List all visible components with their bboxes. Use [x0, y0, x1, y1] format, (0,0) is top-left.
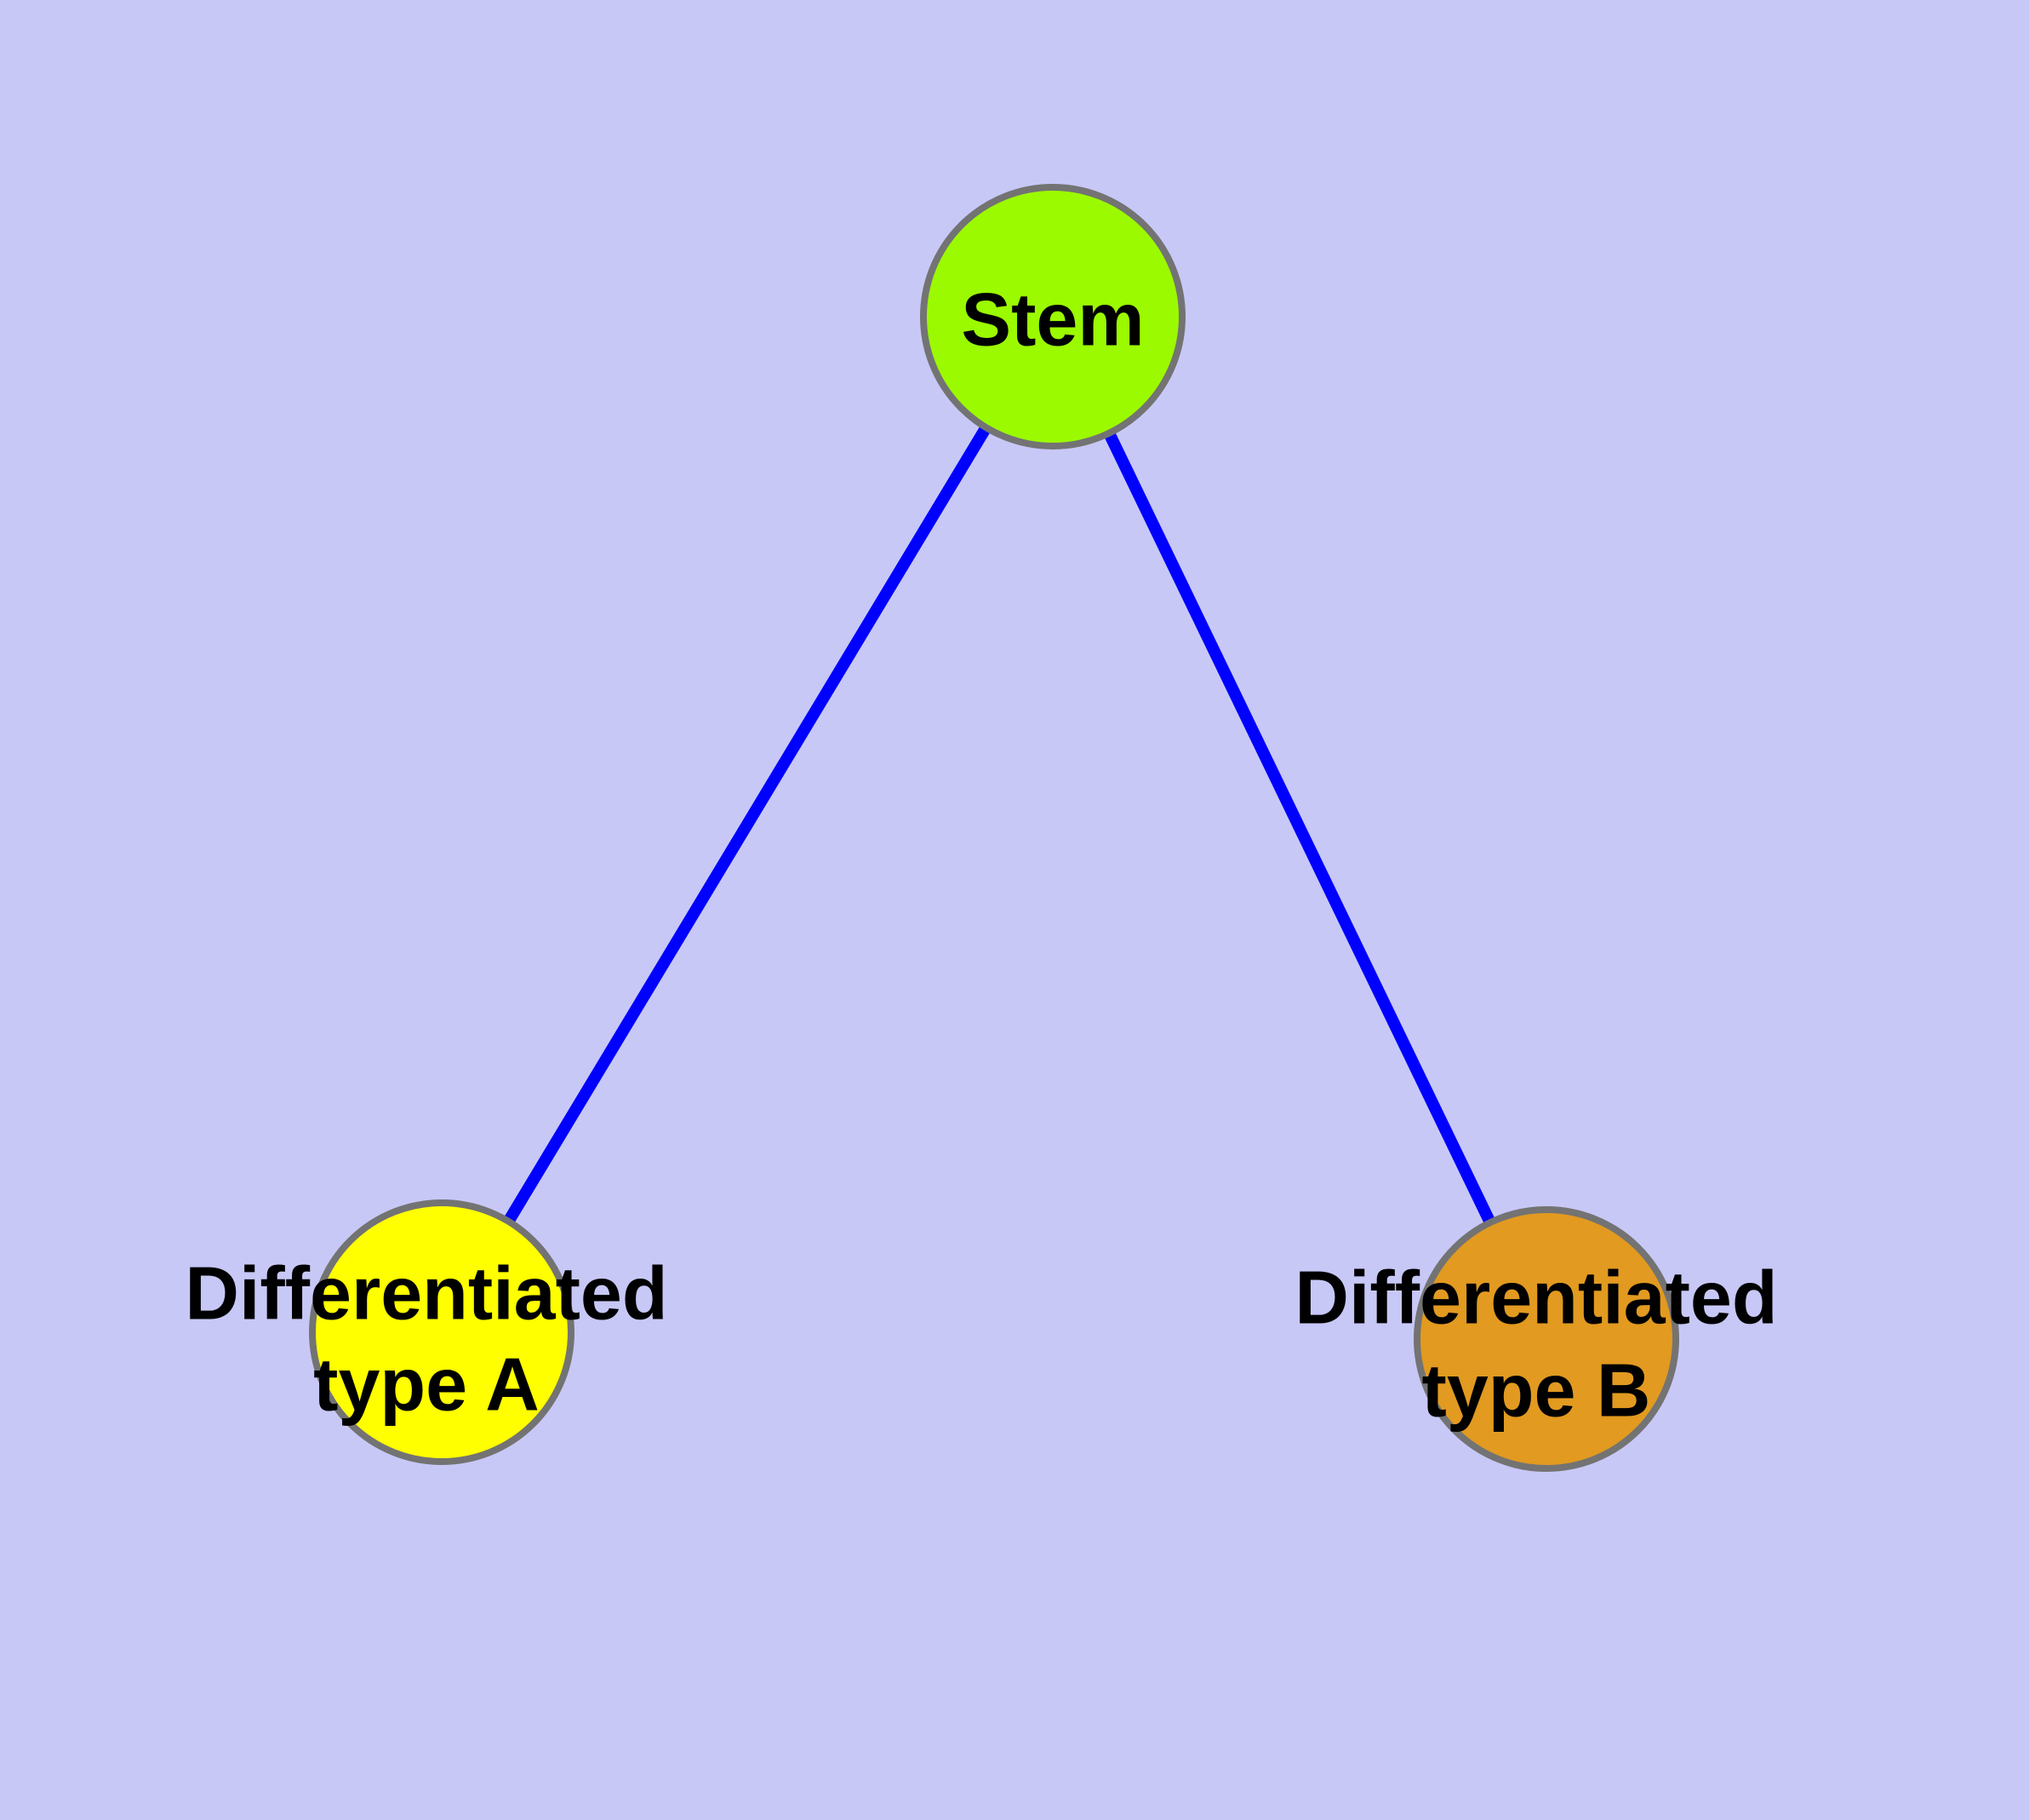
node-stem: Stem	[920, 184, 1186, 449]
node-differentiated-type-a: Differentiated type A	[185, 1199, 668, 1465]
node-stem-circle	[920, 184, 1186, 449]
node-type-b-circle	[1414, 1206, 1679, 1472]
node-type-a-label-line1: Differentiated	[185, 1251, 667, 1336]
node-stem-label: Stem	[961, 278, 1144, 362]
node-type-b-label-line2: type B	[1422, 1348, 1651, 1433]
node-type-b-label-line1: Differentiated	[1295, 1256, 1777, 1340]
edge-stem-to-type-a	[437, 313, 1058, 1336]
node-type-a-label-line2: type A	[313, 1342, 540, 1427]
edge-stem-to-type-b	[1047, 313, 1552, 1342]
node-type-a-circle	[309, 1199, 574, 1465]
node-differentiated-type-b: Differentiated type B	[1295, 1206, 1778, 1472]
